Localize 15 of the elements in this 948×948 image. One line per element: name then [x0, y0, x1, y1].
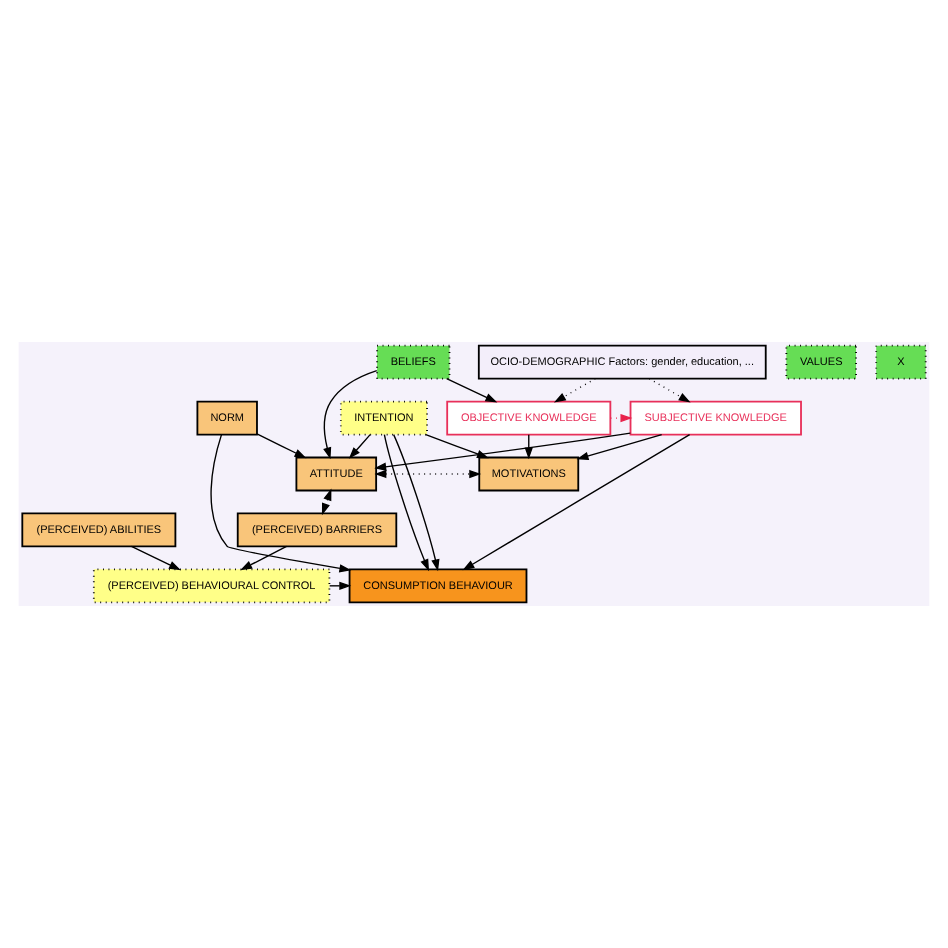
- arrow: [323, 369, 378, 460]
- arrow: [348, 433, 371, 459]
- arrow: [210, 434, 352, 573]
- arrow: [393, 433, 440, 572]
- arrow: [425, 433, 489, 459]
- arrow: [256, 433, 307, 459]
- arrow: [553, 378, 596, 403]
- arrow: [329, 581, 352, 590]
- arrow: [576, 433, 663, 460]
- arrow: [446, 378, 498, 403]
- arrow: [130, 545, 181, 571]
- arrow: [374, 469, 482, 479]
- arrow: [240, 545, 288, 571]
- arrow: [648, 378, 691, 403]
- arrow: [383, 433, 430, 572]
